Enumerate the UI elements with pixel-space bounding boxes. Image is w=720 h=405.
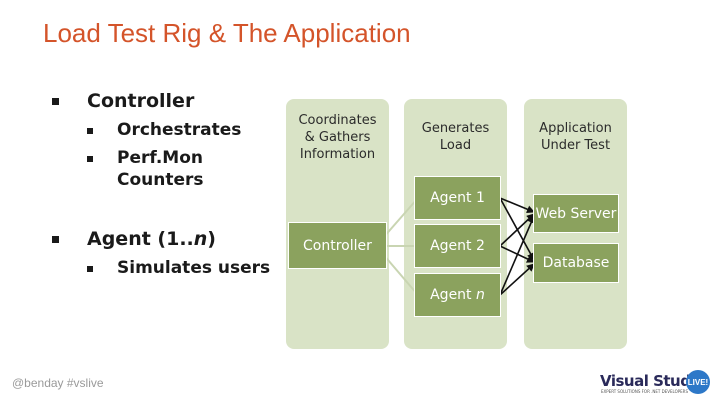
agent-n-box: Agent n [414, 273, 501, 317]
agent-n-label: Agent [430, 287, 476, 303]
bullet-controller: Controller [87, 90, 195, 112]
footer-handle: @benday #vslive [12, 376, 104, 390]
bullet-marker [87, 266, 93, 272]
header-line: Under Test [540, 138, 611, 153]
logo-tagline: EXPERT SOLUTIONS FOR .NET DEVELOPERS [601, 389, 688, 394]
bullet-agent: Agent (1..n) [87, 228, 216, 250]
column-header-coordinates: Coordinates & Gathers Information [286, 112, 389, 163]
column-header-application: Application Under Test [524, 120, 627, 154]
visual-studio-live-logo: Visual Studio EXPERT SOLUTIONS FOR .NET … [600, 370, 712, 398]
agent-1-box: Agent 1 [414, 176, 501, 220]
bullet-counters: Counters [117, 170, 204, 190]
bullet-marker [87, 156, 93, 162]
bullet-marker [52, 98, 59, 105]
bullet-orchestrates: Orchestrates [117, 120, 242, 140]
slide-title: Load Test Rig & The Application [43, 18, 411, 48]
bullet-agent-n: n [193, 228, 208, 250]
header-line: Generates [421, 121, 490, 136]
agent-2-box: Agent 2 [414, 224, 501, 268]
header-line: Load [439, 138, 472, 153]
header-line: Coordinates [298, 113, 377, 128]
database-box: Database [533, 243, 619, 283]
column-header-generates-load: Generates Load [404, 120, 507, 154]
controller-box: Controller [288, 222, 387, 269]
agent-n-italic: n [476, 287, 485, 303]
header-line: & Gathers [304, 130, 371, 145]
bullet-marker [87, 128, 93, 134]
bullet-simulates-users: Simulates users [117, 258, 271, 278]
bullet-agent-text: Agent (1.. [87, 228, 194, 250]
web-server-box: Web Server [533, 194, 619, 233]
logo-text: Visual Studio [600, 372, 705, 390]
header-line: Application [539, 121, 612, 136]
bullet-marker [52, 236, 59, 243]
header-line: Information [299, 147, 376, 162]
bullet-perfmon: Perf.Mon [117, 148, 203, 168]
bullet-agent-close: ) [207, 228, 216, 250]
logo-badge: LIVE! [686, 370, 710, 394]
